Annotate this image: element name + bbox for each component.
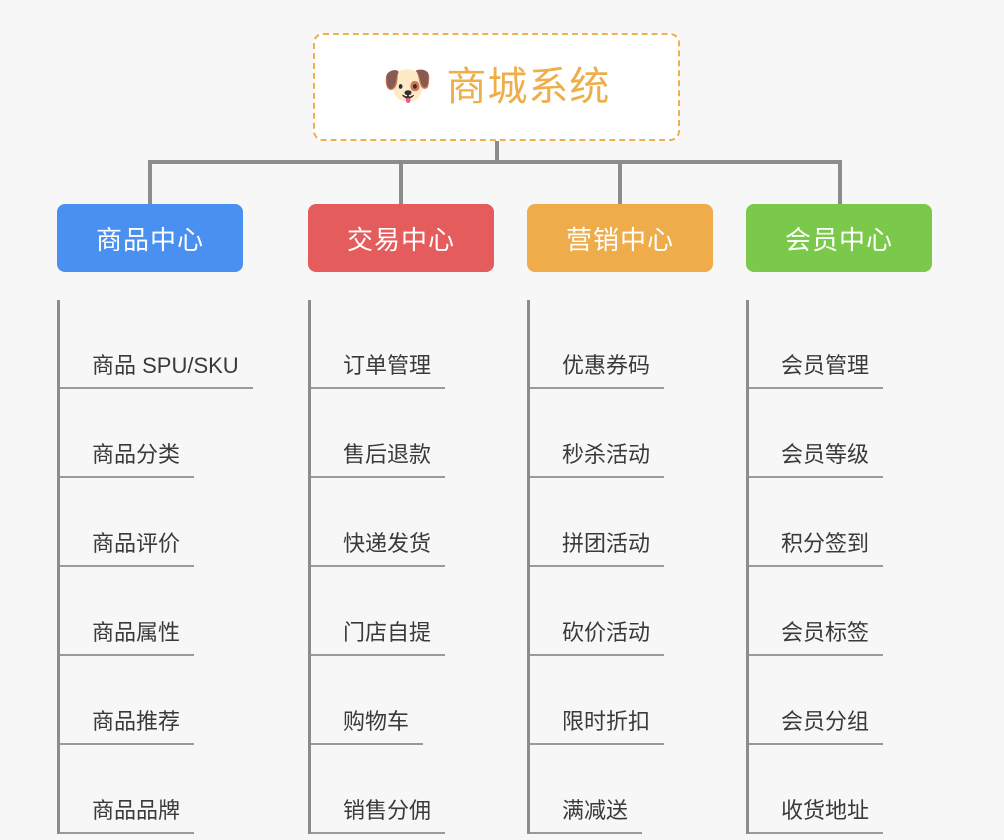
- category-label: 商品中心: [95, 224, 204, 255]
- root-node[interactable]: 🐶 商城系统: [313, 33, 680, 141]
- leaf-item[interactable]: 订单管理: [311, 300, 494, 389]
- connector-drop-1: [148, 160, 152, 206]
- leaf-label: 砍价活动: [530, 620, 665, 656]
- leaf-label: 拼团活动: [530, 531, 665, 567]
- dog-face-icon: 🐶: [382, 64, 433, 108]
- root-node-label: 商城系统: [446, 65, 611, 109]
- branch-column-1: 商品中心 商品 SPU/SKU 商品分类 商品评价 商品属性 商品推荐 商品品牌: [57, 204, 253, 834]
- category-header-1[interactable]: 商品中心: [57, 204, 243, 272]
- leaf-label: 商品 SPU/SKU: [60, 353, 253, 389]
- leaf-item[interactable]: 满减送: [530, 745, 713, 834]
- leaf-label: 订单管理: [311, 353, 446, 389]
- leaf-item[interactable]: 商品评价: [60, 478, 243, 567]
- leaf-label: 快递发货: [311, 531, 446, 567]
- leaf-label: 优惠券码: [530, 353, 665, 389]
- leaf-item[interactable]: 会员等级: [749, 389, 932, 478]
- leaf-item[interactable]: 销售分佣: [311, 745, 494, 834]
- connector-drop-4: [838, 160, 842, 206]
- leaf-item[interactable]: 限时折扣: [530, 656, 713, 745]
- leaf-label: 限时折扣: [530, 709, 665, 745]
- leaf-list-4: 会员管理 会员等级 积分签到 会员标签 会员分组 收货地址: [746, 300, 932, 834]
- leaf-item[interactable]: 商品推荐: [60, 656, 243, 745]
- leaf-item[interactable]: 会员管理: [749, 300, 932, 389]
- category-label: 交易中心: [346, 224, 455, 255]
- leaf-label: 会员标签: [749, 620, 884, 656]
- leaf-item[interactable]: 秒杀活动: [530, 389, 713, 478]
- branch-column-3: 营销中心 优惠券码 秒杀活动 拼团活动 砍价活动 限时折扣 满减送: [527, 204, 713, 834]
- leaf-label: 商品推荐: [60, 709, 195, 745]
- leaf-item[interactable]: 购物车: [311, 656, 494, 745]
- leaf-list-1: 商品 SPU/SKU 商品分类 商品评价 商品属性 商品推荐 商品品牌: [57, 300, 253, 834]
- connector-drop-2: [399, 160, 403, 206]
- leaf-label: 商品属性: [60, 620, 195, 656]
- leaf-label: 门店自提: [311, 620, 446, 656]
- leaf-item[interactable]: 商品品牌: [60, 745, 243, 834]
- leaf-label: 满减送: [530, 798, 643, 834]
- leaf-item[interactable]: 拼团活动: [530, 478, 713, 567]
- leaf-label: 商品分类: [60, 442, 195, 478]
- leaf-label: 会员分组: [749, 709, 884, 745]
- leaf-label: 收货地址: [749, 798, 884, 834]
- leaf-list-3: 优惠券码 秒杀活动 拼团活动 砍价活动 限时折扣 满减送: [527, 300, 713, 834]
- connector-horizontal-bus: [148, 160, 842, 164]
- leaf-label: 购物车: [311, 709, 424, 745]
- category-header-4[interactable]: 会员中心: [746, 204, 932, 272]
- leaf-item[interactable]: 会员标签: [749, 567, 932, 656]
- leaf-item[interactable]: 收货地址: [749, 745, 932, 834]
- leaf-item[interactable]: 会员分组: [749, 656, 932, 745]
- connector-drop-3: [618, 160, 622, 206]
- leaf-item[interactable]: 商品属性: [60, 567, 243, 656]
- leaf-item[interactable]: 商品 SPU/SKU: [60, 300, 253, 389]
- leaf-item[interactable]: 优惠券码: [530, 300, 713, 389]
- leaf-item[interactable]: 快递发货: [311, 478, 494, 567]
- leaf-item[interactable]: 积分签到: [749, 478, 932, 567]
- connector-root-stem: [495, 141, 499, 164]
- leaf-label: 售后退款: [311, 442, 446, 478]
- leaf-label: 积分签到: [749, 531, 884, 567]
- leaf-item[interactable]: 门店自提: [311, 567, 494, 656]
- category-header-3[interactable]: 营销中心: [527, 204, 713, 272]
- category-header-2[interactable]: 交易中心: [308, 204, 494, 272]
- category-label: 营销中心: [565, 224, 674, 255]
- leaf-label: 会员等级: [749, 442, 884, 478]
- leaf-label: 销售分佣: [311, 798, 446, 834]
- leaf-item[interactable]: 砍价活动: [530, 567, 713, 656]
- leaf-label: 会员管理: [749, 353, 884, 389]
- branch-column-4: 会员中心 会员管理 会员等级 积分签到 会员标签 会员分组 收货地址: [746, 204, 932, 834]
- leaf-label: 商品品牌: [60, 798, 195, 834]
- category-label: 会员中心: [784, 224, 893, 255]
- leaf-list-2: 订单管理 售后退款 快递发货 门店自提 购物车 销售分佣: [308, 300, 494, 834]
- leaf-label: 商品评价: [60, 531, 195, 567]
- leaf-item[interactable]: 商品分类: [60, 389, 243, 478]
- leaf-item[interactable]: 售后退款: [311, 389, 494, 478]
- branch-column-2: 交易中心 订单管理 售后退款 快递发货 门店自提 购物车 销售分佣: [308, 204, 494, 834]
- leaf-label: 秒杀活动: [530, 442, 665, 478]
